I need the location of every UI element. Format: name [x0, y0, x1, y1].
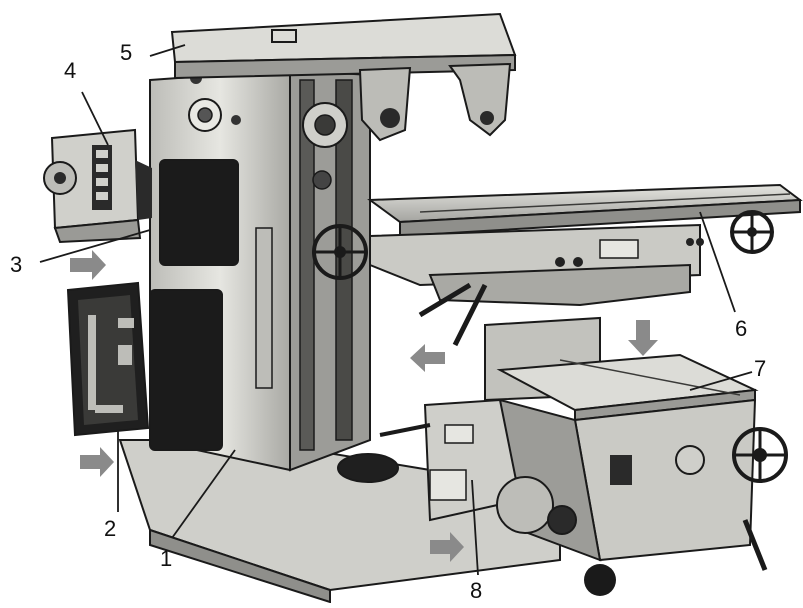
motion-arrows	[70, 250, 658, 562]
vertical-head-attachment	[43, 128, 152, 244]
overarm	[170, 12, 517, 142]
callout-6: 6	[735, 316, 748, 341]
callout-leaders	[39, 44, 753, 576]
callout-5: 5	[120, 40, 133, 65]
cover-panel	[66, 281, 150, 437]
work-table	[312, 183, 803, 347]
callout-7: 7	[754, 356, 767, 381]
callout-2: 2	[104, 516, 117, 541]
callout-1: 1	[160, 546, 173, 571]
callout-3: 3	[10, 252, 23, 277]
callout-8: 8	[470, 578, 483, 603]
dividing-head	[379, 398, 577, 535]
callout-4: 4	[64, 58, 77, 83]
main-column	[149, 68, 371, 472]
